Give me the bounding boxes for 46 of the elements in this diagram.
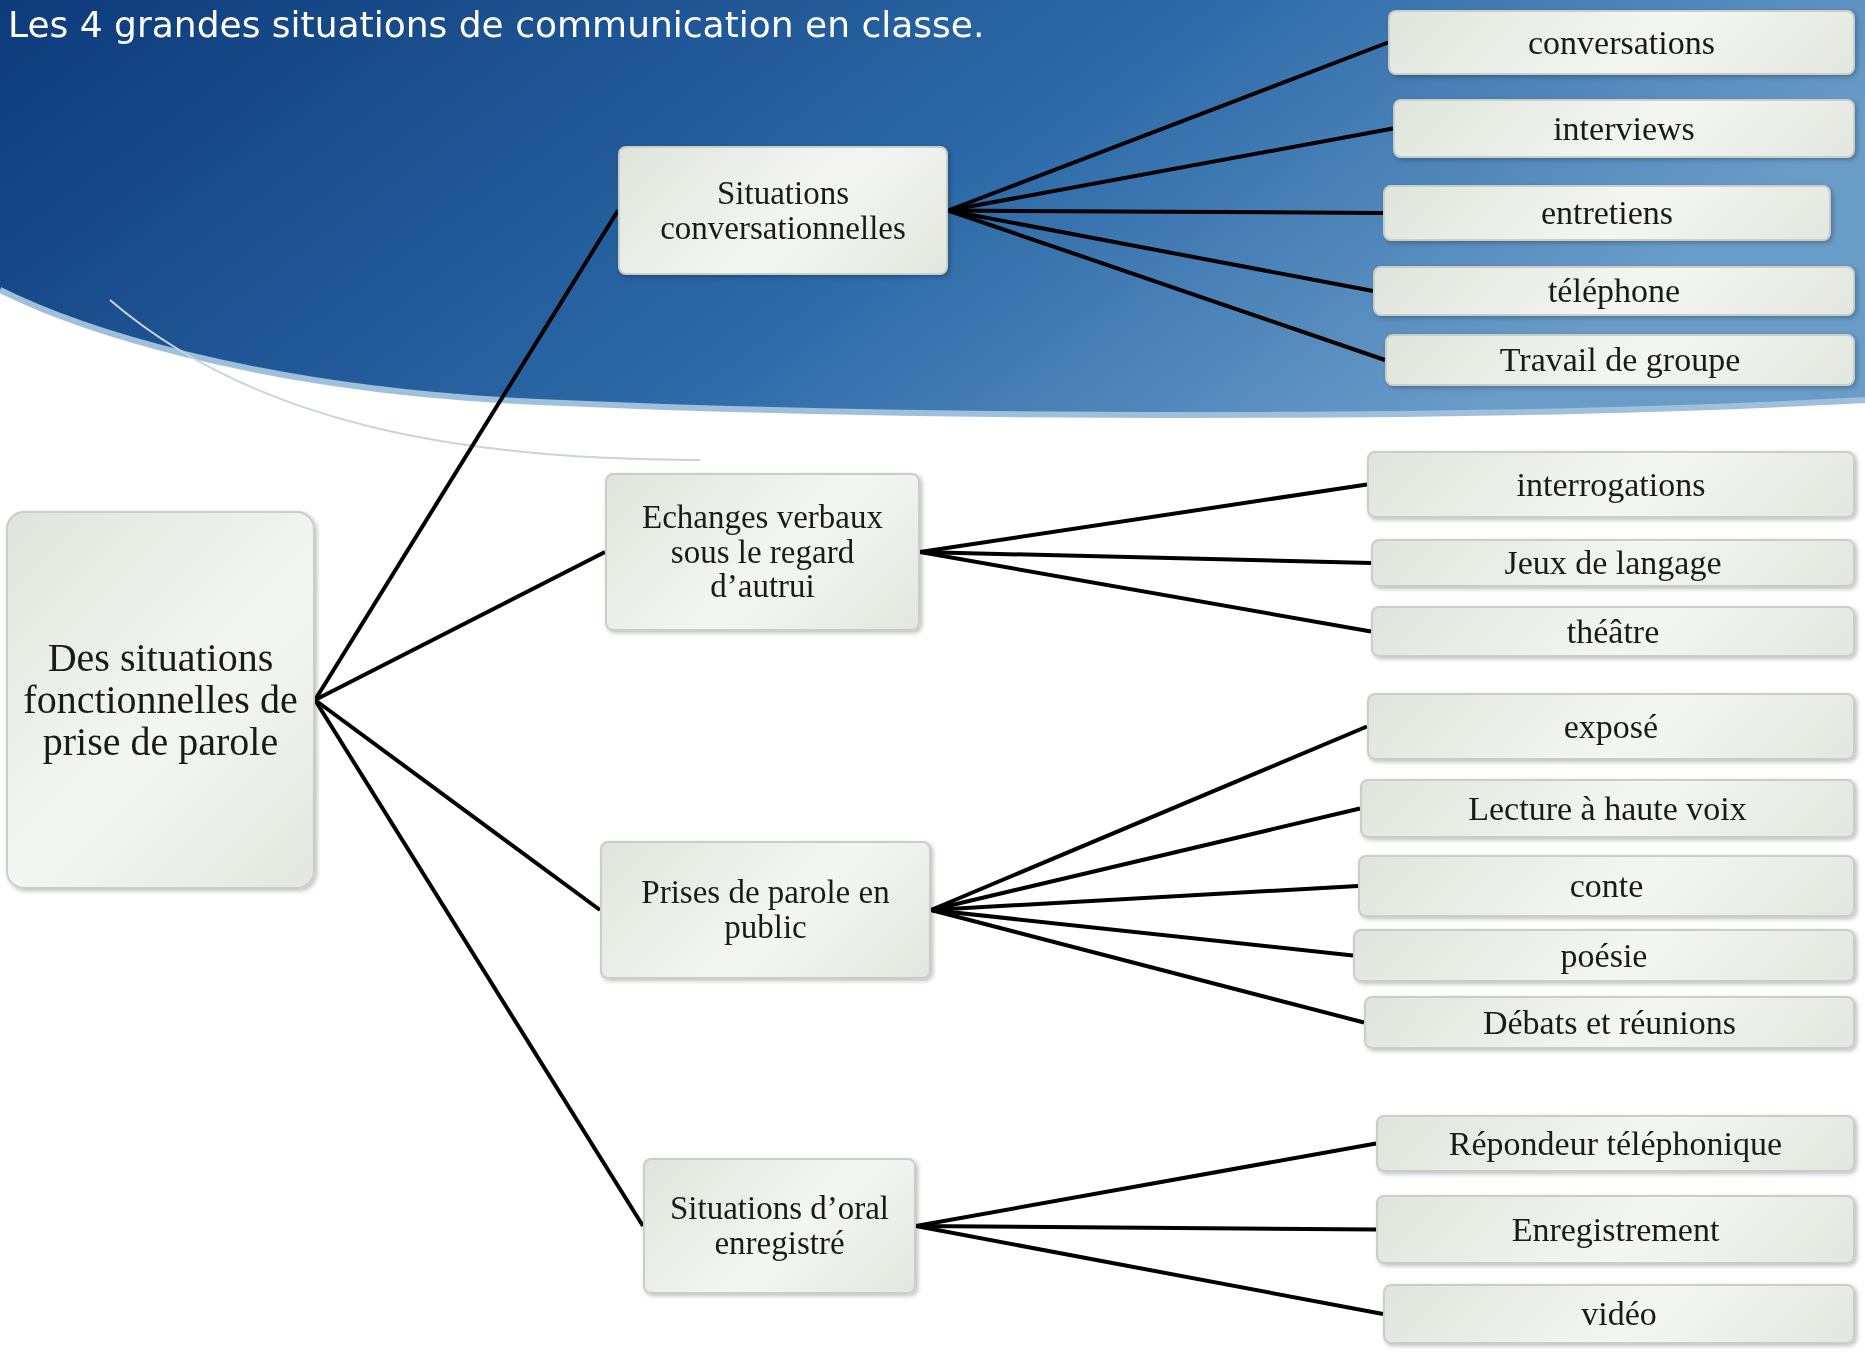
topic-box <box>1367 693 1855 760</box>
box-label: entretiens <box>1540 195 1674 231</box>
topic-box <box>1360 779 1855 838</box>
box-label: vidéo <box>1581 1296 1657 1332</box>
title: Les 4 grandes situations de communication en classe. <box>8 4 986 45</box>
topic-box <box>1367 451 1855 518</box>
topic-box <box>1376 1195 1855 1264</box>
box-label: Débats et réunions <box>1482 1004 1736 1041</box>
box-label: téléphone <box>1547 273 1681 309</box>
topic-box <box>643 1158 916 1294</box>
topic-box <box>1371 606 1855 657</box>
box-label: interrogations <box>1516 466 1706 503</box>
box-label: Situations d’oral enregistré <box>668 1191 891 1261</box>
topic-box <box>1393 99 1855 158</box>
box-label: Echanges verbaux sous le regard d’autrui <box>641 500 884 604</box>
box-label: interviews <box>1553 110 1695 147</box>
topic-box <box>1371 539 1855 587</box>
root-box <box>6 511 315 889</box>
topic-box <box>1353 929 1855 982</box>
box-label: théâtre <box>1566 613 1660 650</box>
topic-box <box>618 146 948 275</box>
topic-box <box>1385 334 1855 386</box>
topic-box <box>1358 855 1855 917</box>
connector-line <box>930 908 1354 958</box>
topic-box <box>1388 10 1855 75</box>
box-label: Jeux de langage <box>1504 545 1722 581</box>
box-label: Prises de parole en public <box>640 875 891 945</box>
box-label: conte <box>1569 868 1644 904</box>
connector-line <box>916 1224 1376 1232</box>
topic-box <box>1383 1284 1855 1344</box>
box-label: Lecture à haute voix <box>1468 790 1747 827</box>
topic-box <box>600 841 931 979</box>
box-label: poésie <box>1560 937 1648 974</box>
box-label: conversations <box>1528 24 1715 61</box>
topic-box <box>1364 996 1855 1049</box>
topic-box <box>605 473 920 631</box>
box-label: Enregistrement <box>1511 1211 1720 1248</box>
topic-box <box>1383 185 1831 241</box>
box-label: Des situations fonctionnelles de prise de parole <box>22 637 299 763</box>
box-label: Situations conversationnelles <box>659 175 907 246</box>
topic-box <box>1376 1115 1855 1172</box>
box-label: Travail de groupe <box>1499 342 1741 378</box>
box-label: Répondeur téléphonique <box>1448 1125 1783 1162</box>
connector-line <box>314 550 606 702</box>
box-label: exposé <box>1563 708 1659 745</box>
topic-box <box>1373 266 1855 316</box>
